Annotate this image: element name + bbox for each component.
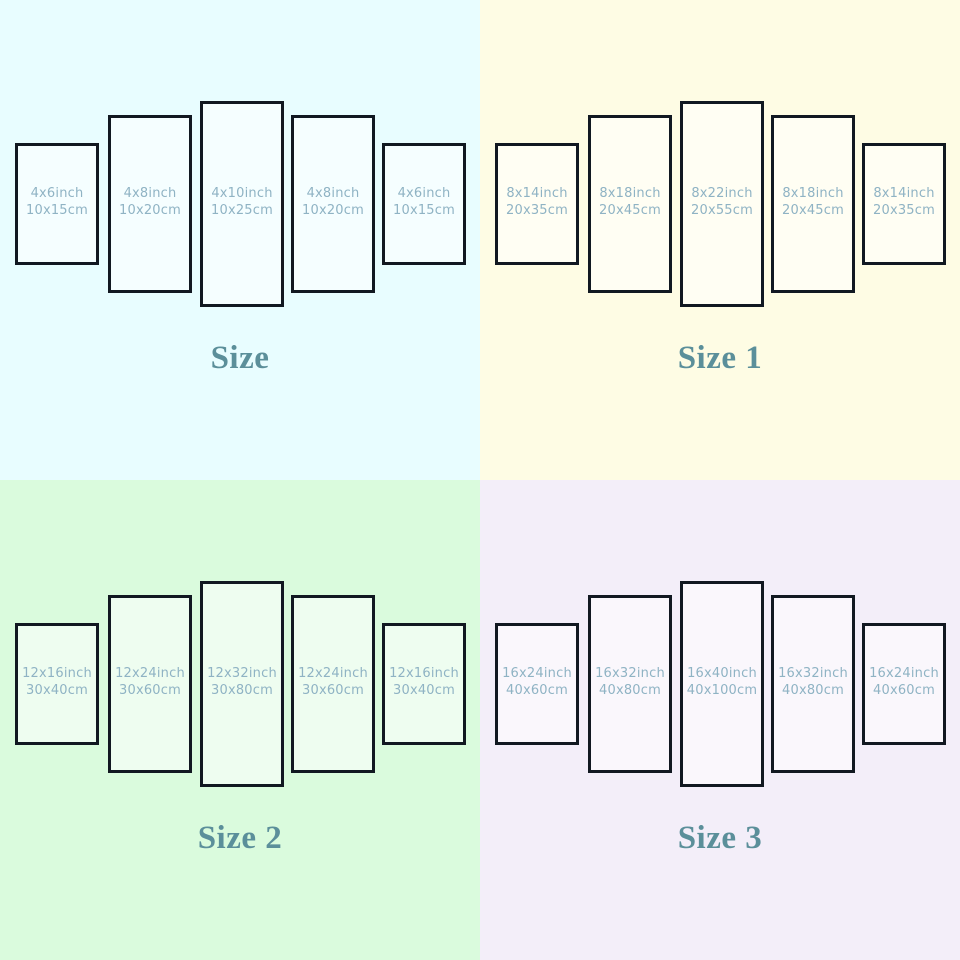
canvas-panel[interactable] bbox=[291, 595, 375, 773]
quadrant-title: Size 2 bbox=[197, 820, 283, 856]
canvas-panel[interactable] bbox=[108, 595, 192, 773]
canvas-panel[interactable] bbox=[382, 623, 466, 745]
quadrant-title: Size 1 bbox=[677, 340, 763, 376]
canvas-panel[interactable] bbox=[588, 115, 672, 293]
canvas-panel[interactable] bbox=[495, 623, 579, 745]
canvas-panel[interactable] bbox=[680, 581, 764, 787]
canvas-panel[interactable] bbox=[108, 115, 192, 293]
canvas-panel[interactable] bbox=[680, 101, 764, 307]
canvas-panel[interactable] bbox=[15, 623, 99, 745]
quadrant-title: Size 3 bbox=[677, 820, 763, 856]
canvas-panel[interactable] bbox=[200, 101, 284, 307]
canvas-panel[interactable] bbox=[382, 143, 466, 265]
canvas-panel[interactable] bbox=[200, 581, 284, 787]
canvas-panel[interactable] bbox=[15, 143, 99, 265]
quadrant-title: Size bbox=[210, 340, 270, 376]
canvas-panel[interactable] bbox=[588, 595, 672, 773]
canvas-panel[interactable] bbox=[771, 115, 855, 293]
canvas-panel[interactable] bbox=[862, 143, 946, 265]
canvas-panel[interactable] bbox=[771, 595, 855, 773]
canvas-panel[interactable] bbox=[495, 143, 579, 265]
canvas-panel[interactable] bbox=[291, 115, 375, 293]
canvas-panel[interactable] bbox=[862, 623, 946, 745]
